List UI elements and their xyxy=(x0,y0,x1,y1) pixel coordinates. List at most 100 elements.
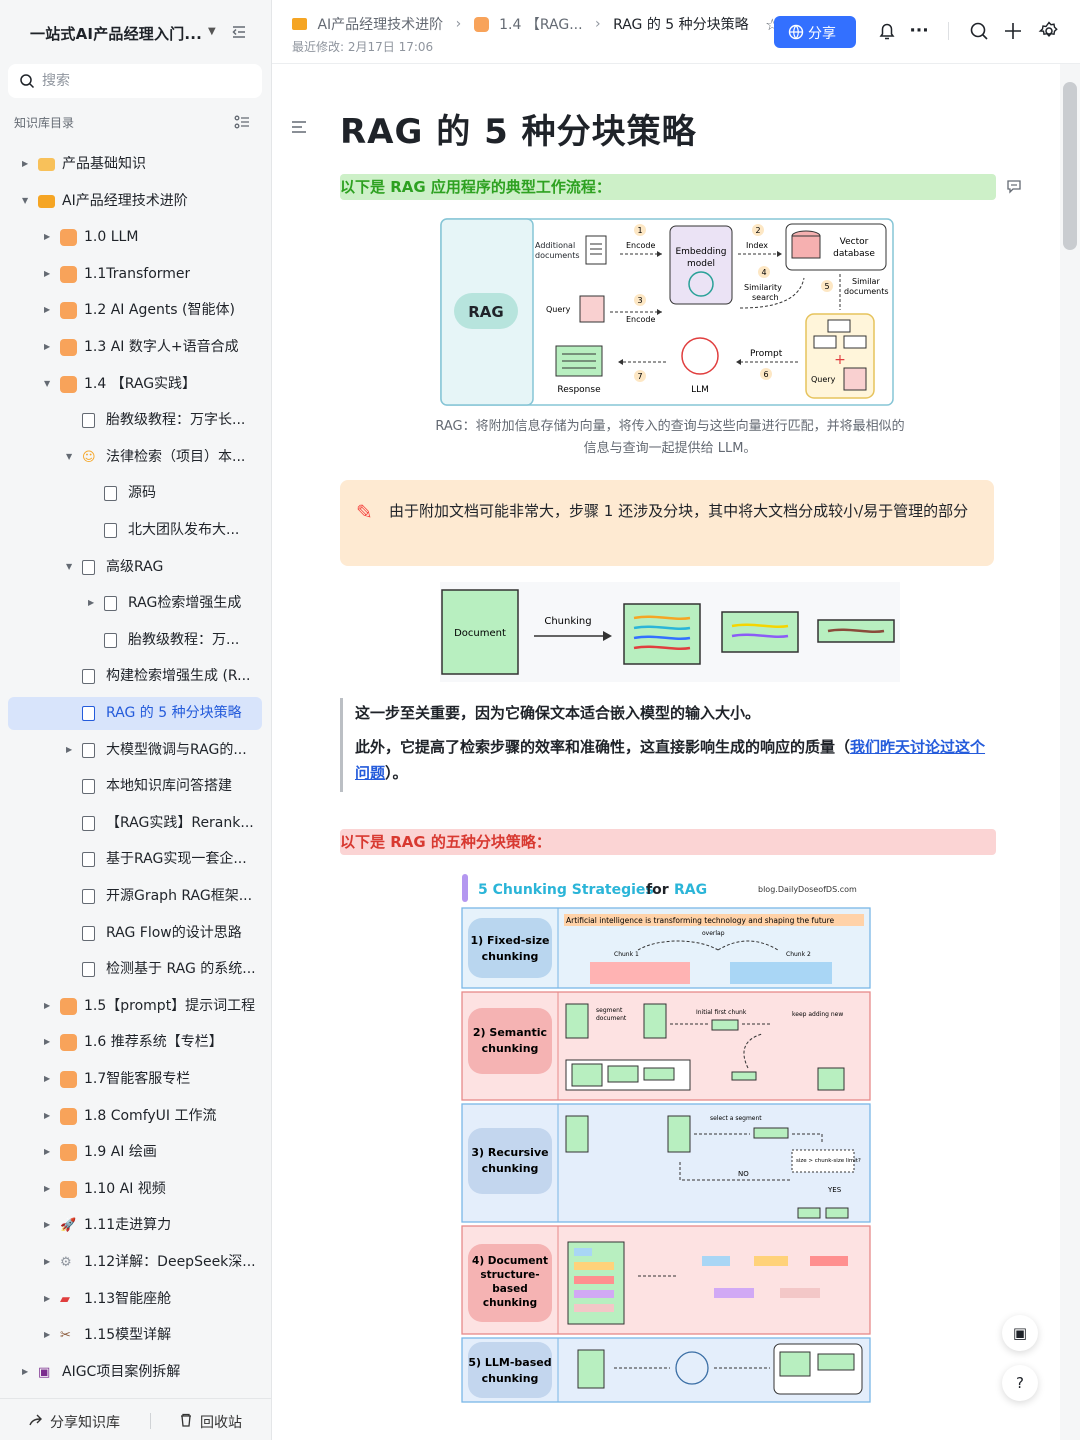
sidebar-item[interactable]: ▶▣AIGC项目案例拆解 xyxy=(8,1356,262,1389)
sidebar-item[interactable]: 基于RAG实现一套企... xyxy=(8,843,262,876)
share-kb-button[interactable]: 分享知识库 xyxy=(50,1415,120,1431)
sidebar-item[interactable]: ▶⚙1.12详解：DeepSeek深... xyxy=(8,1246,262,1279)
expand-arrow-icon[interactable]: ▼ xyxy=(44,378,51,388)
infographic-title: 5 Chunking Strategies xyxy=(478,882,654,898)
sidebar-item[interactable]: ▶1.8 ComfyUI 工作流 xyxy=(8,1100,262,1133)
sidebar-item[interactable]: ▶产品基础知识 xyxy=(8,148,262,181)
sidebar-item[interactable]: RAG Flow的设计思路 xyxy=(8,917,262,950)
collapse-arrow-icon[interactable]: ▶ xyxy=(44,1293,51,1303)
sidebar-item[interactable]: ▶1.7智能客服专栏 xyxy=(8,1063,262,1096)
add-icon[interactable] xyxy=(1002,20,1024,42)
document-icon xyxy=(82,742,95,758)
chevron-right-icon: › xyxy=(455,16,462,32)
sidebar-item[interactable]: ▶▰1.13智能座舱 xyxy=(8,1283,262,1316)
additional-docs-label: Additional xyxy=(535,241,575,250)
no-label: NO xyxy=(738,1170,749,1178)
sidebar-item[interactable]: 北大团队发布大... xyxy=(8,514,262,547)
sidebar-item[interactable]: 胎教级教程：万字长... xyxy=(8,404,262,437)
sidebar-item[interactable]: ▶1.0 LLM xyxy=(8,221,262,254)
comment-icon[interactable] xyxy=(1006,178,1022,194)
search-box[interactable] xyxy=(8,64,262,98)
sidebar-item[interactable]: ▶1.3 AI 数字人+语音合成 xyxy=(8,331,262,364)
collapse-arrow-icon[interactable]: ▶ xyxy=(44,305,51,315)
sidebar-item[interactable]: ▼ 1.4 【RAG实践】 xyxy=(8,368,262,401)
collapse-arrow-icon[interactable]: ▶ xyxy=(44,232,51,242)
sidebar-item[interactable]: ▶1.9 AI 绘画 xyxy=(8,1136,262,1169)
scrollbar-thumb[interactable] xyxy=(1063,82,1077,250)
breadcrumb-item-3[interactable]: RAG 的 5 种分块策略 xyxy=(613,17,749,33)
search-input[interactable] xyxy=(42,71,242,91)
collapse-arrow-icon[interactable]: ▶ xyxy=(22,1366,29,1376)
sidebar-item[interactable]: 开源Graph RAG框架... xyxy=(8,880,262,913)
sidebar-item[interactable]: ▼ 高级RAG xyxy=(8,551,262,584)
collapse-arrow-icon[interactable]: ▶ xyxy=(44,1000,51,1010)
collapse-arrow-icon[interactable]: ▶ xyxy=(44,1037,51,1047)
sidebar-item[interactable]: ▼AI产品经理技术进阶 xyxy=(8,185,262,218)
breadcrumb-item-1[interactable]: AI产品经理技术进阶 xyxy=(317,17,444,33)
help-button[interactable]: ? xyxy=(1002,1365,1038,1401)
sidebar-item[interactable]: ▶1.6 推荐系统【专栏】 xyxy=(8,1026,262,1059)
sidebar-item[interactable]: 【RAG实践】Rerank... xyxy=(8,807,262,840)
knowledge-base-title[interactable]: 一站式AI产品经理入门... xyxy=(30,25,203,43)
share-button[interactable]: 分享 xyxy=(774,16,856,48)
sidebar-item[interactable]: RAG 的 5 种分块策略 xyxy=(8,697,262,730)
caret-down-icon[interactable]: ▼ xyxy=(208,26,216,37)
svg-text:3: 3 xyxy=(637,296,642,305)
sidebar-item[interactable]: 检测基于 RAG 的系统... xyxy=(8,953,262,986)
sidebar-item-label: 检测基于 RAG 的系统... xyxy=(106,961,256,978)
sidebar-item-label: 高级RAG xyxy=(106,558,164,575)
collapse-arrow-icon[interactable]: ▶ xyxy=(44,1110,51,1120)
collapse-arrow-icon[interactable]: ▶ xyxy=(44,1330,51,1340)
collapse-arrow-icon[interactable]: ▶ xyxy=(44,268,51,278)
tool-icon: ✂ xyxy=(60,1328,71,1344)
sidebar-item[interactable]: ▶1.5【prompt】提示词工程 xyxy=(8,990,262,1023)
sidebar-item[interactable]: ▶1.1Transformer xyxy=(8,258,262,291)
sidebar-footer: 分享知识库 回收站 xyxy=(0,1398,272,1440)
svg-text:Prompt: Prompt xyxy=(750,349,783,359)
sidebar-item-label: 基于RAG实现一套企... xyxy=(106,851,247,868)
sidebar-item[interactable]: ▶🚀1.11走进算力 xyxy=(8,1209,262,1242)
svg-text:6: 6 xyxy=(763,370,768,379)
collapse-sidebar-icon[interactable] xyxy=(230,23,248,41)
sidebar-item[interactable]: 源码 xyxy=(8,477,262,510)
sidebar-item[interactable]: 胎教级教程：万... xyxy=(8,624,262,657)
scrollbar[interactable] xyxy=(1060,64,1080,1440)
sidebar-item[interactable]: ▶1.10 AI 视频 xyxy=(8,1173,262,1206)
svg-text:keep adding new: keep adding new xyxy=(792,1011,843,1018)
collapse-arrow-icon[interactable]: ▶ xyxy=(44,1220,51,1230)
document-area: RAG 的 5 种分块策略 以下是 RAG 应用程序的典型工作流程： RAG A… xyxy=(272,64,1060,1440)
doc-info-button[interactable]: ▣ xyxy=(1002,1315,1038,1351)
llm-label: LLM xyxy=(691,385,709,395)
sidebar-item[interactable]: ▶✂1.15模型详解 xyxy=(8,1319,262,1352)
search-icon[interactable] xyxy=(968,20,990,42)
list-view-icon[interactable] xyxy=(233,113,251,131)
collapse-arrow-icon[interactable]: ▶ xyxy=(22,159,29,168)
bell-icon[interactable] xyxy=(876,20,898,42)
expand-arrow-icon[interactable]: ▼ xyxy=(66,451,73,461)
collapse-arrow-icon[interactable]: ▶ xyxy=(44,1257,51,1266)
expand-arrow-icon[interactable]: ▼ xyxy=(66,561,73,571)
collapse-arrow-icon[interactable]: ▶ xyxy=(44,1074,51,1083)
sidebar-item[interactable]: ▼☺法律检索（项目）本... xyxy=(8,441,262,474)
collapse-arrow-icon[interactable]: ▶ xyxy=(44,1183,51,1193)
breadcrumb-item-2[interactable]: 1.4 【RAG... xyxy=(499,17,583,33)
collapse-arrow-icon[interactable]: ▶ xyxy=(44,1147,51,1157)
svg-text:Query: Query xyxy=(811,375,836,384)
more-icon[interactable]: ··· xyxy=(909,21,929,41)
sidebar-item[interactable]: ▶大模型微调与RAG的... xyxy=(8,734,262,767)
sidebar-item[interactable]: ▶RAG检索增强生成 xyxy=(8,587,262,620)
expand-arrow-icon[interactable]: ▼ xyxy=(22,195,29,205)
highlight-heading-workflow: 以下是 RAG 应用程序的典型工作流程： xyxy=(340,174,996,200)
sidebar-item[interactable]: 本地知识库问答搭建 xyxy=(8,770,262,803)
sidebar-item-label: 1.4 【RAG实践】 xyxy=(84,375,197,392)
gear-icon[interactable] xyxy=(1038,20,1060,42)
sidebar-item[interactable]: ▶1.2 AI Agents (智能体) xyxy=(8,294,262,327)
outline-icon[interactable] xyxy=(290,118,308,136)
collapse-arrow-icon[interactable]: ▶ xyxy=(88,598,95,608)
svg-text:chunking: chunking xyxy=(482,1162,539,1175)
sidebar-item[interactable]: 构建检索增强生成 (R... xyxy=(8,660,262,693)
collapse-arrow-icon[interactable]: ▶ xyxy=(66,744,73,754)
collapse-arrow-icon[interactable]: ▶ xyxy=(44,342,51,351)
yesterday-discussion-link[interactable]: 我们昨天讨论过这个问题 xyxy=(355,738,986,782)
trash-button[interactable]: 回收站 xyxy=(200,1415,242,1431)
